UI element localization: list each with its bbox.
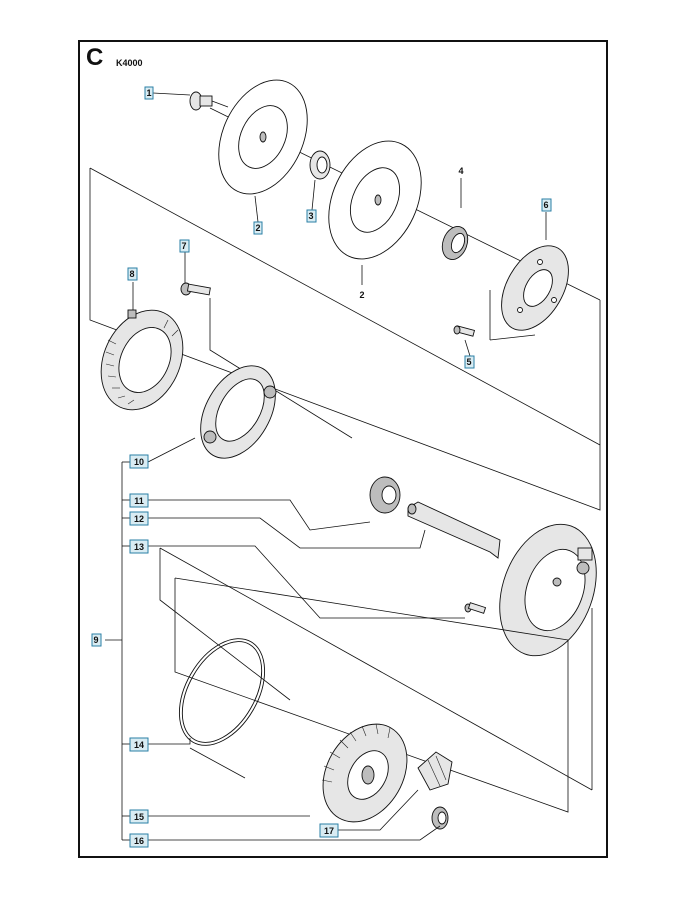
part-bolt-7[interactable] xyxy=(180,282,211,296)
part-ring-16[interactable] xyxy=(431,806,449,830)
callout-14-text: 14 xyxy=(134,740,144,750)
callout-11-text: 11 xyxy=(134,496,144,506)
part-seal-4[interactable] xyxy=(438,223,472,263)
part-bolt-1[interactable] xyxy=(189,91,229,111)
callout-1-text: 1 xyxy=(146,88,151,98)
callout-10: 10 xyxy=(129,454,149,469)
part-pinion-17[interactable] xyxy=(417,751,453,791)
part-plate-10[interactable] xyxy=(185,353,290,472)
part-flange-outer[interactable] xyxy=(201,66,324,209)
section-letter: C xyxy=(86,44,104,71)
part-flange-inner[interactable] xyxy=(311,126,440,274)
part-gear-housing-13[interactable] xyxy=(482,511,613,670)
callout-2-plain-text: 2 xyxy=(359,290,364,300)
part-bearing-11[interactable] xyxy=(369,476,401,514)
callout-10-text: 10 xyxy=(134,457,144,467)
callout-12: 12 xyxy=(129,511,149,526)
part-screw-5[interactable] xyxy=(453,325,476,337)
callout-3-text: 3 xyxy=(308,211,313,221)
part-cover-6[interactable] xyxy=(488,234,582,342)
callout-2-boxed: 2 xyxy=(253,221,263,235)
callout-14: 14 xyxy=(129,737,149,752)
part-serrated-washer-8[interactable] xyxy=(86,297,199,423)
callout-17-text: 17 xyxy=(324,826,334,836)
callout-4: 4 xyxy=(458,166,463,176)
callout-5: 5 xyxy=(464,355,475,369)
callout-2-boxed-text: 2 xyxy=(255,223,260,233)
model-name: K4000 xyxy=(116,58,143,68)
callout-9-text: 9 xyxy=(93,635,98,645)
callout-12-text: 12 xyxy=(134,514,144,524)
part-bevel-gear-15[interactable] xyxy=(306,709,424,837)
part-shaft-12[interactable] xyxy=(407,501,501,559)
callout-16-text: 16 xyxy=(134,836,144,846)
callout-9: 9 xyxy=(91,633,102,647)
callout-7-text: 7 xyxy=(181,241,186,251)
callout-15: 15 xyxy=(129,809,149,824)
callout-17: 17 xyxy=(319,823,339,838)
part-housing-screw[interactable] xyxy=(464,602,487,614)
part-ring-3[interactable] xyxy=(309,150,331,180)
part-gasket-14[interactable] xyxy=(162,624,282,760)
callout-16: 16 xyxy=(129,833,149,848)
callout-8: 8 xyxy=(127,267,138,281)
callout-6: 6 xyxy=(541,198,552,212)
callout-11: 11 xyxy=(129,493,149,508)
callout-3: 3 xyxy=(306,209,317,223)
callout-6-text: 6 xyxy=(543,200,548,210)
callout-4-text: 4 xyxy=(458,166,463,176)
callout-7: 7 xyxy=(179,239,190,253)
callout-13: 13 xyxy=(129,539,149,554)
callout-5-text: 5 xyxy=(466,357,471,367)
callout-2-plain: 2 xyxy=(359,290,364,300)
diagram-frame xyxy=(78,40,608,858)
callout-1: 1 xyxy=(144,86,154,100)
callout-13-text: 13 xyxy=(134,542,144,552)
callout-15-text: 15 xyxy=(134,812,144,822)
callout-8-text: 8 xyxy=(129,269,134,279)
